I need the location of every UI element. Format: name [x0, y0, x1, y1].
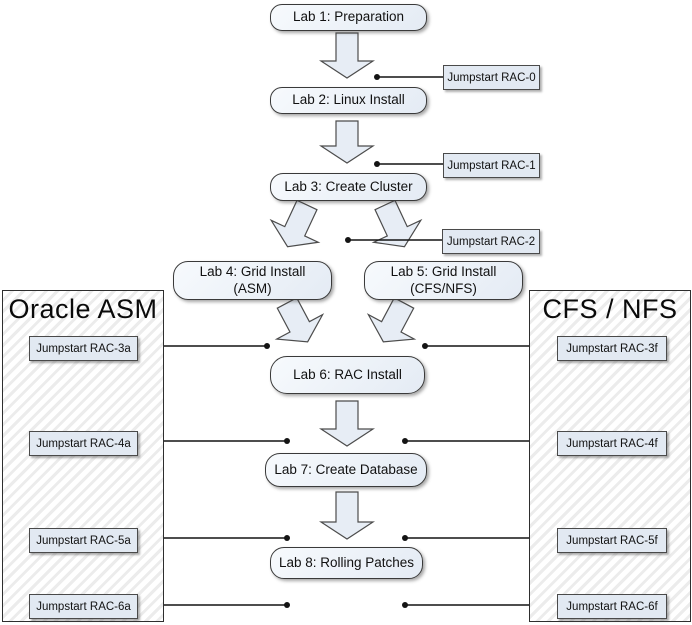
- arrow-lab6-to-lab7-icon: [318, 400, 376, 447]
- panel-cfs-nfs: CFS / NFS Jumpstart RAC-3f Jumpstart RAC…: [529, 290, 691, 622]
- node-lab7-create-database: Lab 7: Create Database: [265, 453, 427, 487]
- node-jumpstart-rac-4a: Jumpstart RAC-4a: [29, 431, 138, 456]
- node-jumpstart-rac-4f: Jumpstart RAC-4f: [557, 431, 667, 456]
- node-jumpstart-rac-5f: Jumpstart RAC-5f: [557, 528, 667, 553]
- node-lab3-label: Lab 3: Create Cluster: [284, 178, 413, 194]
- arrow-lab1-to-lab2-icon: [318, 32, 376, 79]
- panel-oracle-asm-title: Oracle ASM: [8, 294, 158, 324]
- node-lab8-label: Lab 8: Rolling Patches: [278, 554, 415, 570]
- connector-rac5f-dot: [402, 535, 408, 541]
- connector-rac0-dot: [374, 74, 380, 80]
- node-lab5-label: Lab 5: Grid Install: [390, 264, 497, 280]
- node-lab6-rac-install: Lab 6: RAC Install: [270, 356, 425, 394]
- node-lab3-create-cluster: Lab 3: Create Cluster: [270, 173, 427, 201]
- connector-rac5a-dot: [284, 535, 290, 541]
- node-lab4-label: Lab 4: Grid Install: [199, 264, 306, 280]
- node-lab6-label: Lab 6: RAC Install: [293, 366, 402, 382]
- arrow-lab3-to-lab5-icon: [371, 199, 423, 248]
- connector-rac4f-dot: [402, 438, 408, 444]
- arrow-lab3-to-lab4-icon: [269, 199, 321, 248]
- node-jumpstart-rac-6f: Jumpstart RAC-6f: [557, 594, 667, 619]
- connector-rac1-dot: [374, 161, 380, 167]
- connector-rac2-dot: [345, 237, 351, 243]
- connector-rac3f-dot: [422, 343, 428, 349]
- node-jumpstart-rac-2: Jumpstart RAC-2: [442, 229, 540, 254]
- arrow-lab4-to-lab6-icon: [274, 297, 325, 343]
- node-jumpstart-rac-6a: Jumpstart RAC-6a: [29, 594, 138, 619]
- node-lab4-sublabel: (ASM): [233, 280, 272, 296]
- connector-rac6a-dot: [284, 602, 290, 608]
- arrow-lab2-to-lab3-icon: [318, 120, 376, 164]
- node-lab4-grid-install-asm: Lab 4: Grid Install (ASM): [173, 261, 332, 300]
- arrow-lab7-to-lab8-icon: [318, 491, 376, 540]
- panel-oracle-asm: Oracle ASM Jumpstart RAC-3a Jumpstart RA…: [2, 290, 164, 622]
- node-lab2-label: Lab 2: Linux Install: [292, 92, 405, 108]
- node-lab7-label: Lab 7: Create Database: [274, 461, 418, 477]
- node-lab1-preparation: Lab 1: Preparation: [270, 4, 427, 31]
- connector-rac4a-dot: [284, 438, 290, 444]
- connector-rac3a-dot: [264, 343, 270, 349]
- arrow-lab5-to-lab6-icon: [366, 297, 417, 343]
- node-jumpstart-rac-3a: Jumpstart RAC-3a: [29, 336, 138, 361]
- connector-rac6f-dot: [402, 602, 408, 608]
- node-lab5-grid-install-cfs-nfs: Lab 5: Grid Install (CFS/NFS): [364, 261, 523, 300]
- node-lab5-sublabel: (CFS/NFS): [410, 280, 477, 296]
- node-lab2-linux-install: Lab 2: Linux Install: [270, 87, 427, 114]
- node-jumpstart-rac-5a: Jumpstart RAC-5a: [29, 528, 138, 553]
- panel-cfs-nfs-title: CFS / NFS: [542, 294, 678, 324]
- node-lab8-rolling-patches: Lab 8: Rolling Patches: [270, 547, 423, 579]
- node-jumpstart-rac-1: Jumpstart RAC-1: [443, 153, 540, 178]
- node-jumpstart-rac-0: Jumpstart RAC-0: [443, 65, 540, 90]
- node-jumpstart-rac-3f: Jumpstart RAC-3f: [557, 336, 667, 361]
- node-lab1-label: Lab 1: Preparation: [292, 9, 405, 25]
